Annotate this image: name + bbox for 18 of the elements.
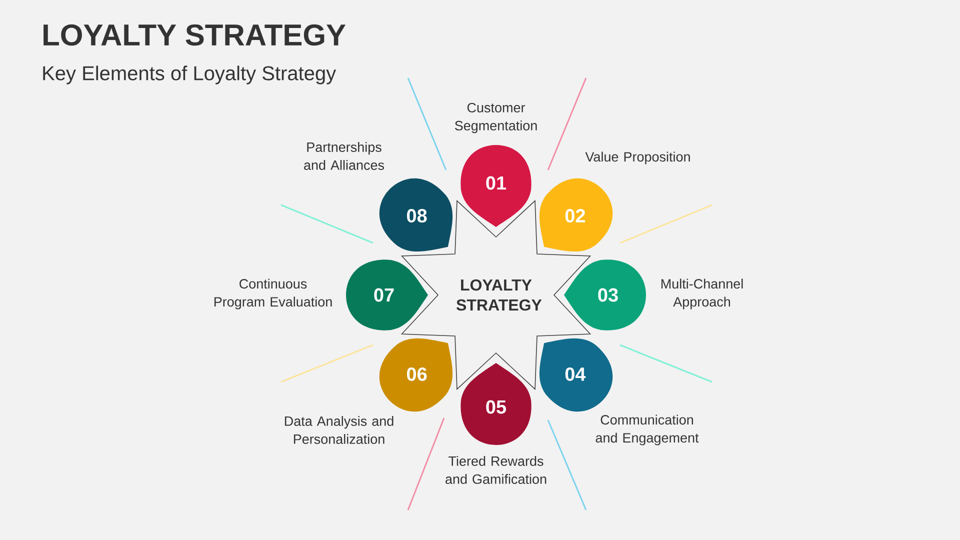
title: LOYALTY STRATEGY bbox=[44, 24, 346, 46]
petal-caption: Continuous Program Evaluation bbox=[214, 278, 332, 310]
petal-caption: Multi-Channel Approach bbox=[661, 278, 743, 310]
petal: 05 bbox=[460, 363, 532, 445]
petal-caption: Communication and Engagement bbox=[596, 414, 699, 446]
petal: 06 bbox=[379, 338, 453, 412]
petal: 03 bbox=[564, 260, 646, 330]
petal: 01 bbox=[460, 144, 532, 227]
petal: 02 bbox=[539, 178, 613, 252]
petal-caption: Customer Segmentation bbox=[454, 102, 537, 134]
subtitle: Key Elements of Loyalty Strategy bbox=[43, 66, 336, 84]
petal: 08 bbox=[379, 178, 453, 252]
petal-caption: Tiered Rewards and Gamification bbox=[446, 456, 546, 484]
petal: 07 bbox=[346, 260, 428, 330]
petal: 04 bbox=[539, 338, 613, 412]
petal-caption: Data Analysis and Personalization bbox=[284, 416, 394, 444]
petal-caption: Partnerships and Alliances bbox=[304, 142, 384, 170]
petal-caption: Value Proposition bbox=[585, 152, 690, 164]
